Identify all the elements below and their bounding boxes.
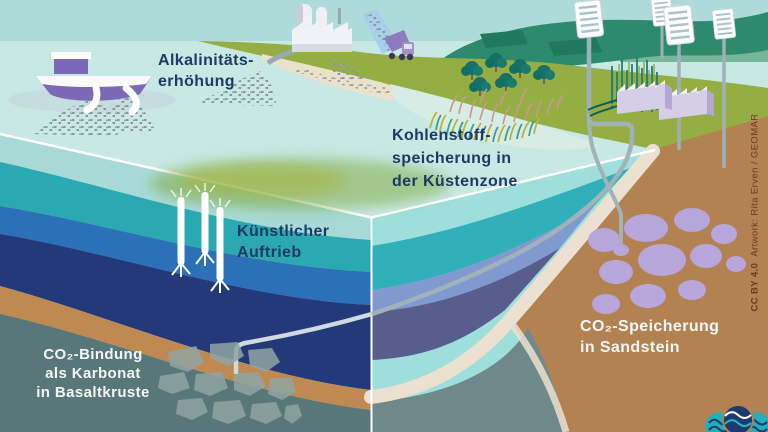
basalt-dome [371, 328, 566, 432]
label-co2-binding-basalt: CO₂-Bindung als Karbonat in Basaltkruste [28, 345, 158, 402]
label-line: in Basaltkruste [36, 384, 150, 401]
label-line: der Küstenzone [392, 173, 518, 190]
sandstone-cross-section [513, 116, 768, 432]
label-artificial-upwelling: Künstlicher Auftrieb [237, 221, 329, 263]
label-line: speicherung in [392, 150, 512, 167]
license-credit: CC BY 4.0 Artwork: Rita Erven / GEOMAR [750, 98, 763, 328]
label-coastal-carbon-storage: Kohlenstoff- speicherung in der Küstenzo… [392, 124, 518, 193]
label-line: in Sandstein [580, 339, 680, 356]
sandstone-co2-blobs [588, 208, 746, 314]
gravel-truck-icon [296, 10, 414, 94]
label-alkalinity-enhancement: Alkalinitäts- erhöhung [158, 50, 254, 92]
ocean-cross-section-right [364, 116, 768, 432]
alkalinity-ship-icon [8, 52, 176, 136]
attribution-text: Artwork: Rita Erven / GEOMAR [749, 113, 761, 257]
label-line: als Karbonat [45, 365, 141, 382]
upwelling-pipes-icon [170, 183, 231, 293]
label-line: Auftrieb [237, 244, 302, 261]
label-line: CO₂-Speicherung [580, 318, 720, 335]
license-text: CC BY 4.0 [749, 262, 761, 312]
label-line: Künstlicher [237, 223, 330, 240]
label-line: CO₂-Bindung [43, 346, 143, 363]
label-line: Kohlenstoff- [392, 127, 492, 144]
label-line: erhöhung [158, 73, 235, 90]
dac-panels-icon [572, 0, 737, 168]
tidal-flat [390, 84, 600, 150]
label-line: Alkalinitäts- [158, 52, 254, 69]
wave-logo [705, 404, 768, 432]
coastal-factories-icon [587, 80, 714, 120]
coastal-vegetation [429, 52, 564, 143]
label-co2-storage-sandstone: CO₂-Speicherung in Sandstein [580, 316, 719, 358]
basalt-rocks [158, 342, 302, 424]
algal-bloom [150, 158, 450, 210]
alkalinity-factory-icon [196, 4, 352, 106]
